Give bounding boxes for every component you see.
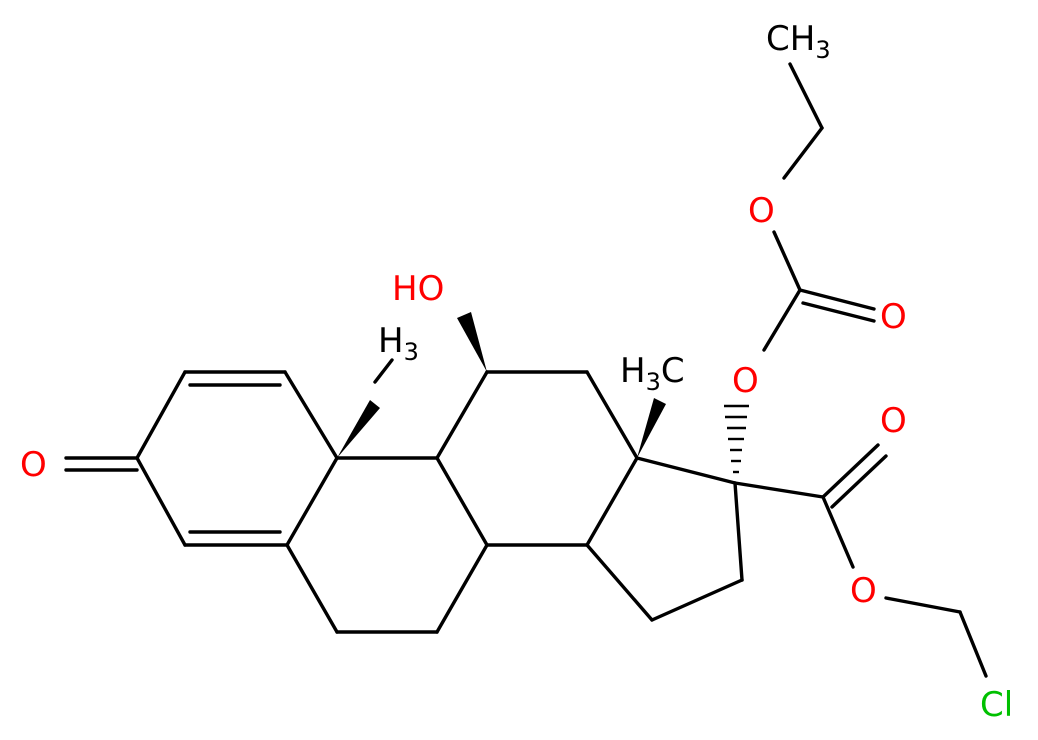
c13-methyl-label: H3C — [620, 351, 685, 396]
chlorine-label: Cl — [980, 685, 1013, 725]
c10-methyl-label: H3 — [378, 321, 419, 366]
ring-c-bonds — [435, 370, 639, 547]
carbonate-bonds — [762, 62, 876, 352]
c10-methyl-stub — [373, 358, 394, 384]
carbonate-ether-oxygen-label: O — [748, 191, 775, 231]
ketone-oxygen-label: O — [20, 445, 47, 485]
ester-link-oxygen-label: O — [850, 571, 877, 611]
ethyl-methyl-label: CH3 — [766, 19, 831, 64]
ring-d-bonds — [585, 456, 744, 622]
c17-ester-oxygen-label: O — [732, 361, 759, 401]
ring-b-bonds — [285, 456, 489, 634]
carbonate-carbonyl-oxygen-label: O — [880, 297, 907, 337]
hydroxyl-label: HO — [392, 269, 444, 309]
ester-carbonyl-oxygen-label: O — [880, 401, 907, 441]
stereo-wedges — [337, 312, 749, 474]
ester-bonds — [733, 443, 988, 678]
hashed-wedge — [724, 404, 749, 474]
ring-a-bonds — [64, 370, 339, 547]
